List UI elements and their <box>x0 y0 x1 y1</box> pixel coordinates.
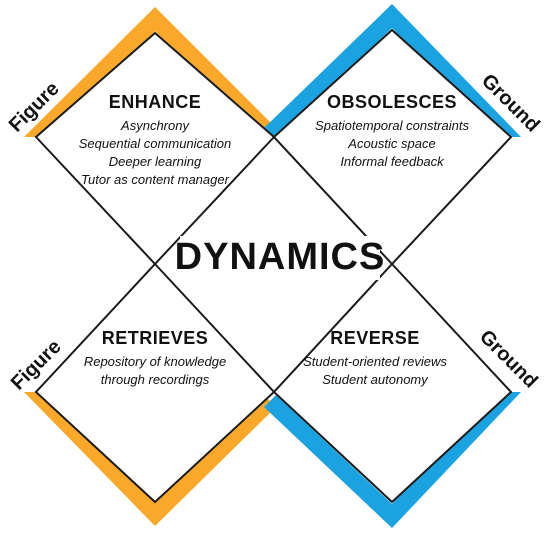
enhance-items: Asynchrony Sequential communication Deep… <box>79 117 231 189</box>
obsolesces-heading: OBSOLESCES <box>326 92 458 112</box>
enhance-item: Sequential communication <box>78 136 232 151</box>
obsolesces-item: Spatiotemporal constraints <box>315 118 469 133</box>
reverse-diamond <box>272 262 513 504</box>
enhance-item: Tutor as content manager <box>81 172 229 187</box>
retrieves-item: Repository of knowledge <box>83 354 227 369</box>
reverse-item: Student autonomy <box>322 372 428 387</box>
reverse-items: Student-oriented reviews Student autonom… <box>303 353 447 389</box>
reverse-heading: REVERSE <box>330 328 420 348</box>
obsolesces-items: Spatiotemporal constraints Acoustic spac… <box>315 117 469 171</box>
retrieves-item: through recordings <box>100 372 210 387</box>
center-title: DYNAMICS <box>174 236 386 278</box>
enhance-item: Asynchrony <box>121 118 189 133</box>
enhance-item: Deeper learning <box>108 154 202 169</box>
obsolesces-item: Informal feedback <box>340 154 444 169</box>
obsolesces-item: Acoustic space <box>348 136 436 151</box>
retrieves-diamond <box>34 262 276 504</box>
reverse-item: Student-oriented reviews <box>303 354 447 369</box>
title-band <box>180 236 380 280</box>
retrieves-heading: RETRIEVES <box>101 328 209 348</box>
enhance-heading: ENHANCE <box>108 92 202 112</box>
retrieves-items: Repository of knowledge through recordin… <box>84 353 226 389</box>
